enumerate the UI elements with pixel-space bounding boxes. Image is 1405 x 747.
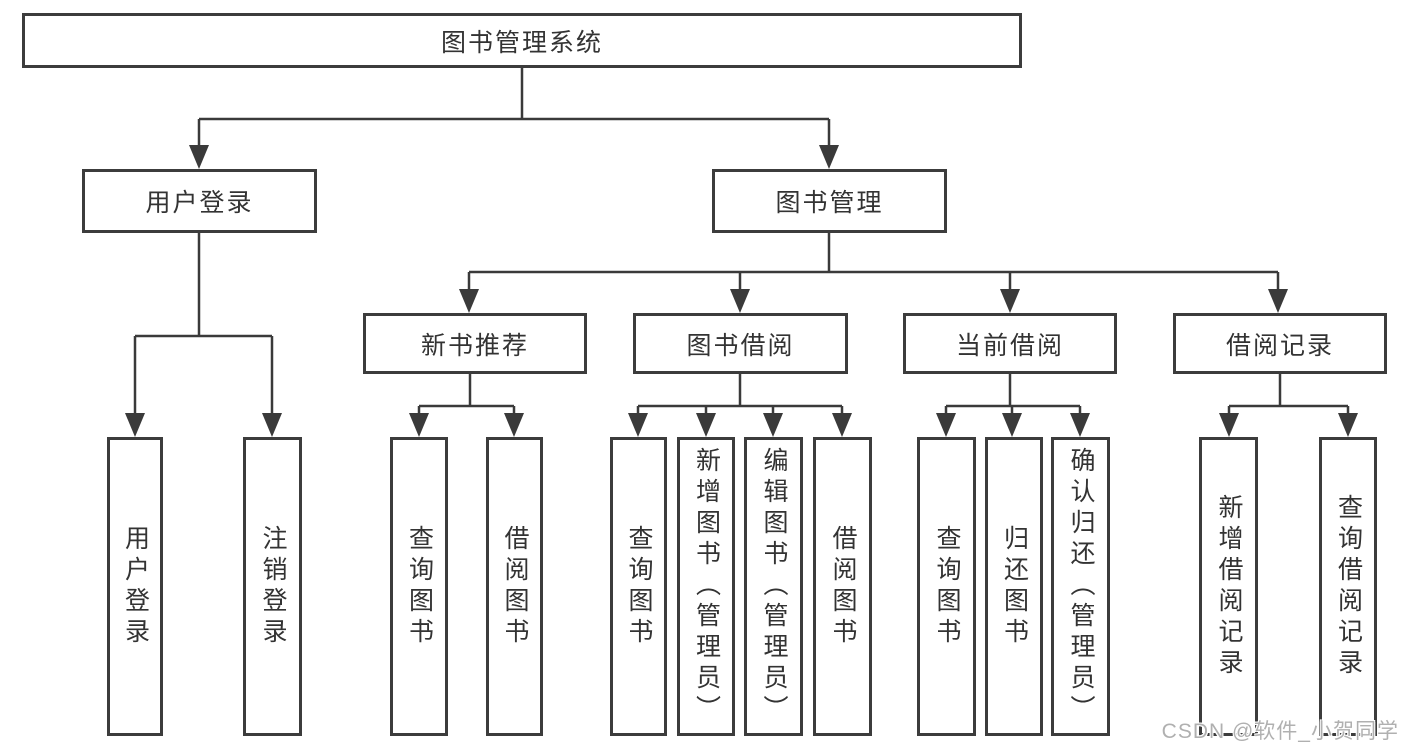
node-current-borrowing-label: 当前借阅 bbox=[955, 331, 1064, 360]
node-book-management-label: 图书管理 bbox=[775, 189, 884, 217]
node-borrowing-records: 借阅记录 bbox=[1173, 313, 1387, 374]
leaf-user-login: 用户登录 bbox=[107, 437, 163, 736]
node-root: 图书管理系统 bbox=[22, 13, 1022, 68]
node-borrowing-records-label: 借阅记录 bbox=[1225, 331, 1334, 360]
node-new-book-recommend-label: 新书推荐 bbox=[420, 331, 529, 360]
leaf-borrowing-edit-books-admin: 编辑图书（管理员） bbox=[744, 437, 803, 736]
leaf-borrowing-query-books: 查询图书 bbox=[610, 437, 667, 736]
leaf-records-add-record: 新增借阅记录 bbox=[1199, 437, 1258, 736]
leaf-logout: 注销登录 bbox=[243, 437, 302, 736]
leaf-current-query-books: 查询图书 bbox=[917, 437, 976, 736]
leaf-borrowing-add-books-admin: 新增图书（管理员） bbox=[677, 437, 735, 736]
node-book-management: 图书管理 bbox=[712, 169, 947, 233]
node-book-borrowing: 图书借阅 bbox=[633, 313, 848, 374]
node-new-book-recommend: 新书推荐 bbox=[363, 313, 587, 374]
leaf-records-query-record: 查询借阅记录 bbox=[1319, 437, 1377, 736]
arrowheads bbox=[125, 145, 1358, 437]
leaf-borrowing-borrow-books: 借阅图书 bbox=[813, 437, 872, 736]
csdn-watermark: CSDN @软件_小贺同学 bbox=[1161, 720, 1399, 743]
node-current-borrowing: 当前借阅 bbox=[903, 313, 1117, 374]
node-root-label: 图书管理系统 bbox=[440, 28, 603, 57]
leaf-recommend-borrow-books: 借阅图书 bbox=[486, 437, 543, 736]
node-user-login: 用户登录 bbox=[82, 169, 317, 233]
leaf-recommend-query-books: 查询图书 bbox=[390, 437, 448, 736]
node-user-login-label: 用户登录 bbox=[145, 189, 254, 217]
leaf-current-confirm-return-admin: 确认归还（管理员） bbox=[1051, 437, 1110, 736]
node-book-borrowing-label: 图书借阅 bbox=[686, 331, 795, 360]
leaf-current-return-books: 归还图书 bbox=[985, 437, 1043, 736]
